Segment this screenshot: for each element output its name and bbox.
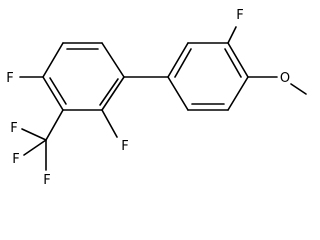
bond-l6-l1 (42, 42, 64, 78)
atom-label-f-cf3-1: F (10, 121, 17, 136)
bond-r1-r2-inner (174, 48, 192, 78)
atom-label-f-ortho: F (121, 139, 128, 154)
chemical-structure: F F F F F F O (6, 8, 307, 188)
bond-cf3-f1 (21, 128, 47, 141)
atom-label-f-right: F (236, 8, 243, 23)
bond-ring-cf3 (45, 109, 64, 141)
bond-c-f-ortho (101, 109, 118, 138)
bond-c-f-right (227, 26, 237, 44)
atom-label-f-cf3-3: F (43, 173, 50, 188)
bond-l5-l6 (42, 76, 64, 111)
atom-label-f-cf3-2: F (12, 152, 19, 167)
bond-l3-l4 (101, 76, 125, 111)
bond-l3-l4-inner (99, 78, 119, 106)
bond-cf3-f2 (23, 139, 47, 156)
bond-r4-r5 (227, 76, 249, 111)
bond-l2-l3 (101, 42, 125, 78)
atom-label-o-methoxy: O (280, 71, 290, 86)
atom-label-f-left: F (6, 71, 13, 86)
bond-r3-r4-inner (224, 48, 242, 78)
bond-r3-r4 (227, 42, 249, 78)
bond-l5-l6-inner (49, 77, 67, 105)
left-benzene-ring (42, 42, 125, 111)
bond-r6-r1 (167, 76, 189, 111)
bond-o-ch3 (290, 83, 307, 95)
bond-r1-r2 (167, 42, 189, 78)
right-benzene-ring (167, 42, 249, 111)
